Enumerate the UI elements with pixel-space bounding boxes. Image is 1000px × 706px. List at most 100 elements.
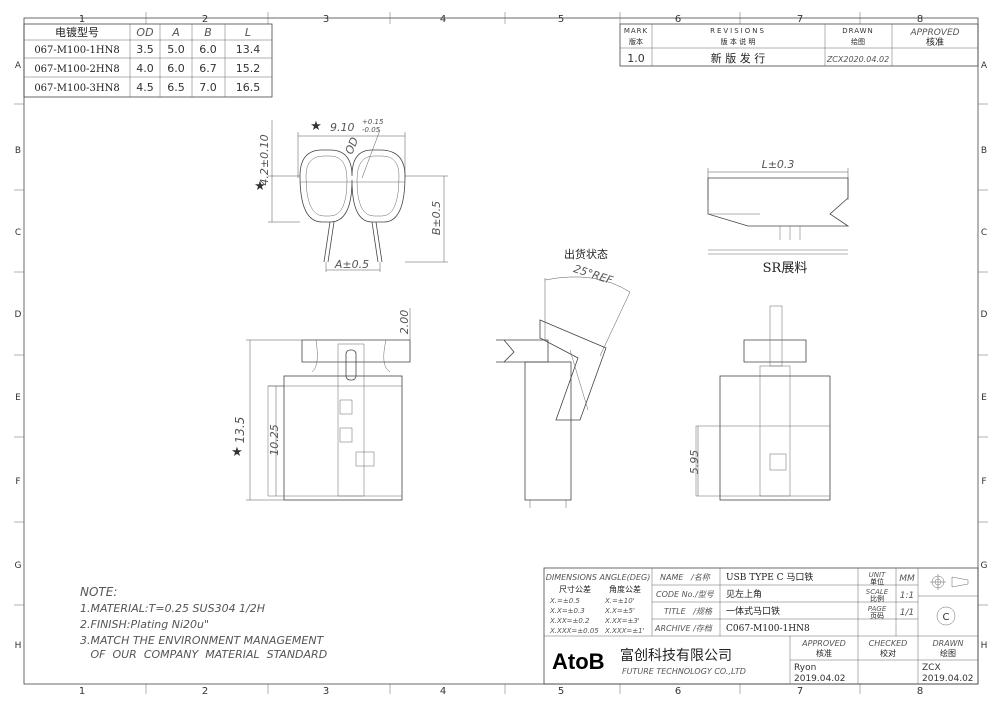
plating-table: 电镀型号 OD A B L 067-M100-1HN8 3.5 5.0 6.0 … [23, 23, 273, 98]
tb-code-value: 见左上角 [726, 588, 762, 600]
copyright-mark: C [943, 612, 950, 623]
title-block: DIMENSIONS ANGLE(DEG) 尺寸公差 角度公差 X.=±0.5 … [543, 567, 979, 685]
col-label-1-bottom: 1 [79, 686, 85, 697]
table-cell-r1-b: 6.0 [199, 43, 217, 56]
dim-width-tol-dn: -0.05 [362, 126, 381, 134]
row-label-f-right: F [981, 477, 986, 487]
grid-columns-bottom: 1 2 3 4 5 6 7 8 [79, 684, 923, 697]
grid-rows-left: A B C D E F G H [14, 61, 24, 651]
col-label-7-bottom: 7 [797, 686, 803, 697]
sr-blank-outline [707, 177, 850, 227]
tb-scale-value: 1:1 [900, 591, 914, 601]
tb-page-cn: 页码 [870, 612, 884, 620]
tb-tol-cn2: 角度公差 [609, 584, 641, 594]
company-name-en: FUTURE TECHNOLOGY CO.,LTD [622, 667, 746, 676]
grid-rows-right: A B C D E F G H [978, 61, 988, 651]
copyright-icon [936, 606, 956, 626]
row-label-c: C [15, 228, 21, 238]
tb-archive-value: C067-M100-1HN8 [726, 624, 810, 634]
view-rear-elevation: 5.95 [688, 305, 831, 501]
view-front-profile: ★ 9.10 +0.15 -0.05 4.2±0.10 ★ OD B±0.5 A… [254, 118, 448, 272]
col-label-1: 1 [79, 14, 85, 25]
company-name-cn: 富创科技有限公司 [620, 647, 732, 664]
col-label-4-bottom: 4 [440, 686, 446, 697]
rev-mark-cn: 版本 [629, 37, 643, 46]
row-label-d: D [15, 310, 22, 320]
angle-25-ref: 25°REF [572, 262, 615, 287]
tb-tol-r2b: X.X=±5' [604, 607, 635, 615]
table-cell-r1-model: 067-M100-1HN8 [34, 45, 119, 56]
tb-tol-r1b: X.=±10' [604, 597, 635, 605]
tb-approved-label: APPROVED [801, 639, 846, 648]
table-cell-r2-l: 15.2 [236, 62, 261, 75]
table-cell-r2-a: 6.0 [167, 62, 185, 75]
rev-approved-cn: 核准 [926, 36, 944, 48]
row-label-e: E [15, 393, 21, 403]
row-label-h: H [15, 641, 22, 651]
col-label-8-bottom: 8 [917, 686, 923, 697]
tb-drawn-cn: 绘图 [940, 648, 956, 658]
tb-page-label: PAGE [868, 605, 887, 613]
view-shipping-state: 出货状态 25°REF [496, 247, 631, 508]
ship-state-label: 出货状态 [564, 247, 608, 261]
dim-od-label: OD [343, 135, 361, 156]
dim-b-label: B±0.5 [430, 201, 443, 235]
row-label-h-right: H [981, 641, 988, 651]
rev-row-mark: 1.0 [627, 52, 645, 65]
table-cell-r3-a: 6.5 [167, 81, 185, 94]
tb-approved-cn: 核准 [816, 648, 832, 658]
rev-revisions-label: REVISIONS [710, 27, 766, 35]
dim-2-00: 2.00 [398, 310, 411, 335]
row-label-g-right: G [981, 561, 988, 571]
col-label-7: 7 [797, 14, 803, 25]
table-cell-r2-b: 6.7 [199, 62, 217, 75]
row-label-d-right: D [981, 310, 988, 320]
tb-drawn-date: 2019.04.02 [922, 674, 974, 684]
rev-approved-label: APPROVED [909, 28, 959, 38]
notes-title: NOTE: [80, 585, 117, 599]
revisions-table: MARK 版本 REVISIONS 版 本 说 明 DRAWN 绘图 APPRO… [619, 23, 979, 67]
tb-archive-label: ARCHIVE /存档 [654, 624, 713, 633]
tb-checked-label: CHECKED [869, 639, 908, 648]
star-mark-13-5: ★ [231, 445, 243, 460]
rev-row-desc: 新 版 发 行 [711, 51, 766, 65]
tb-tol-r1a: X.=±0.5 [549, 597, 580, 605]
tb-tol-r4a: X.XXX=±0.05 [549, 627, 599, 635]
col-label-2: 2 [202, 14, 208, 25]
tb-page-value: 1/1 [900, 608, 914, 618]
table-cell-r3-od: 4.5 [136, 81, 154, 94]
dim-10-25: 10.25 [268, 424, 281, 456]
tb-tol-r3a: X.XX=±0.2 [549, 617, 590, 625]
row-label-f: F [15, 477, 20, 487]
row-label-b: B [15, 146, 21, 156]
profile-outer [299, 149, 406, 223]
row-label-g: G [15, 561, 22, 571]
table-cell-r1-od: 3.5 [136, 43, 154, 56]
rev-mark-label: MARK [624, 27, 648, 35]
tb-name-label: NAME /名称 [660, 573, 712, 582]
table-header-model: 电镀型号 [55, 25, 99, 39]
col-label-5: 5 [558, 14, 564, 25]
table-header-a: A [171, 26, 180, 39]
table-cell-r3-b: 7.0 [199, 81, 217, 94]
tb-drawn-label: DRAWN [933, 639, 964, 648]
star-mark-height: ★ [254, 179, 266, 194]
col-label-3: 3 [323, 14, 329, 25]
table-cell-r1-a: 5.0 [167, 43, 185, 56]
tb-checked-cn: 校对 [880, 648, 896, 658]
table-cell-r2-model: 067-M100-2HN8 [34, 64, 119, 75]
note-line-1: 1.MATERIAL:T=0.25 SUS304 1/2H [80, 602, 265, 615]
dim-width-tol-up: +0.15 [362, 118, 384, 126]
star-mark-width: ★ [310, 119, 322, 134]
col-label-4: 4 [440, 14, 446, 25]
col-label-2-bottom: 2 [202, 686, 208, 697]
view-sr-blank: L±0.3 SR展料 [707, 158, 850, 276]
dim-13-5: 13.5 [233, 417, 247, 444]
dim-a-label: A±0.5 [334, 258, 369, 271]
row-label-e-right: E [981, 393, 987, 403]
notes-block: NOTE: 1.MATERIAL:T=0.25 SUS304 1/2H 2.FI… [80, 585, 327, 661]
table-cell-r1-l: 13.4 [236, 43, 261, 56]
tb-scale-label: SCALE [866, 588, 889, 596]
table-cell-r3-l: 16.5 [236, 81, 261, 94]
